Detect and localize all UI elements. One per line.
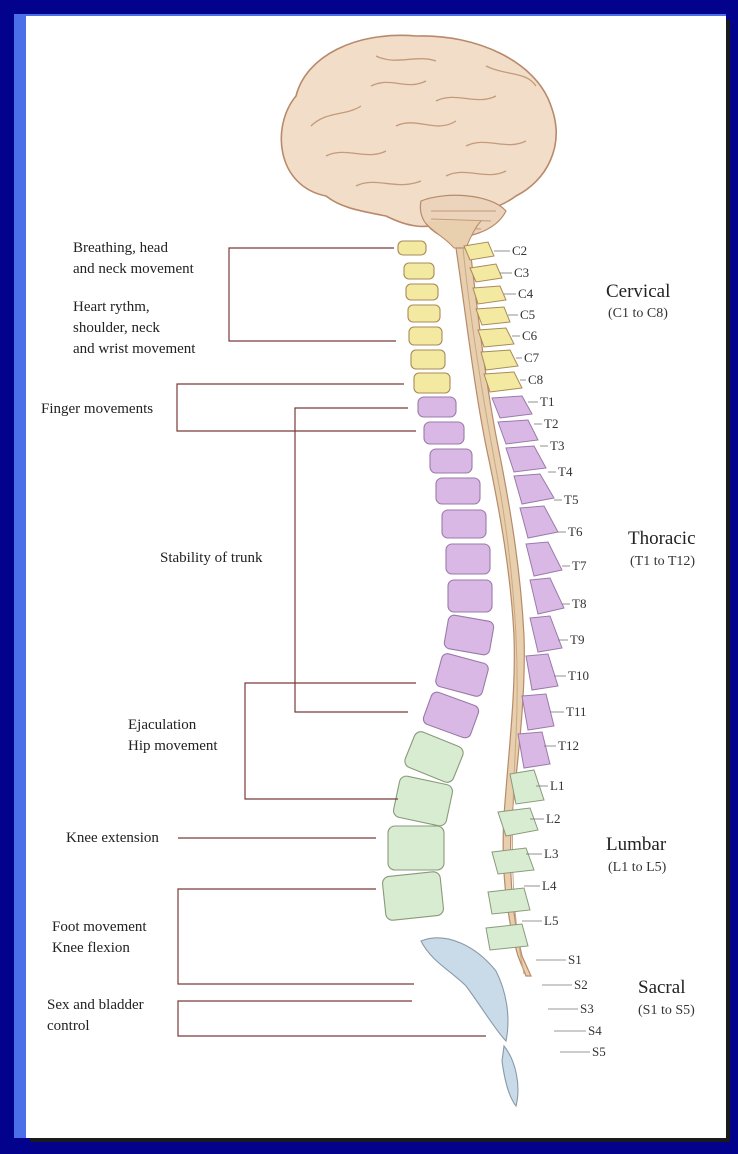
region-thoracic-range: (T1 to T12) <box>630 554 695 569</box>
brain <box>281 35 556 248</box>
label-t12: T12 <box>558 738 579 753</box>
label-t6: T6 <box>568 524 583 539</box>
label-t11: T11 <box>566 704 586 719</box>
label-s2: S2 <box>574 977 588 992</box>
fn-breathing-line1: Breathing, head <box>73 240 168 256</box>
fn-foot-line1: Foot movement <box>52 919 147 935</box>
spine-diagram: C2 C3 C4 C5 C6 C7 C8 T1 T2 T3 T4 T5 T6 T… <box>26 16 726 1138</box>
diagram-card: C2 C3 C4 C5 C6 C7 C8 T1 T2 T3 T4 T5 T6 T… <box>26 16 726 1138</box>
lumbar-bodies <box>382 730 465 921</box>
function-labels: Breathing, head and neck movement Heart … <box>41 240 263 1034</box>
label-t3: T3 <box>550 438 564 453</box>
label-c8: C8 <box>528 372 543 387</box>
label-c2: C2 <box>512 243 527 258</box>
region-cervical: Cervical <box>606 281 670 302</box>
label-c7: C7 <box>524 350 540 365</box>
label-t2: T2 <box>544 416 558 431</box>
fn-sex-line2: control <box>47 1018 90 1034</box>
fn-finger: Finger movements <box>41 401 153 417</box>
label-l4: L4 <box>542 878 557 893</box>
label-s3: S3 <box>580 1001 594 1016</box>
region-labels: Cervical (C1 to C8) Thoracic (T1 to T12)… <box>606 281 696 1018</box>
region-sacral-range: (S1 to S5) <box>638 1003 695 1018</box>
fn-ejac-line1: Ejaculation <box>128 717 197 733</box>
fn-heart-line1: Heart rythm, <box>73 299 150 315</box>
label-t5: T5 <box>564 492 578 507</box>
sacrum <box>421 938 518 1106</box>
label-t7: T7 <box>572 558 587 573</box>
label-l3: L3 <box>544 846 558 861</box>
fn-stability: Stability of trunk <box>160 550 263 566</box>
label-l2: L2 <box>546 811 560 826</box>
label-l1: L1 <box>550 778 564 793</box>
thoracic-bodies <box>418 397 495 740</box>
label-c5: C5 <box>520 307 535 322</box>
fn-heart-line3: and wrist movement <box>73 341 196 357</box>
label-t10: T10 <box>568 668 589 683</box>
region-lumbar-range: (L1 to L5) <box>608 860 667 875</box>
label-t8: T8 <box>572 596 586 611</box>
fn-ejac-line2: Hip movement <box>128 738 218 754</box>
region-sacral: Sacral <box>638 977 685 998</box>
label-c3: C3 <box>514 265 529 280</box>
fn-breathing-line2: and neck movement <box>73 261 195 277</box>
label-c6: C6 <box>522 328 538 343</box>
label-s4: S4 <box>588 1023 602 1038</box>
label-s1: S1 <box>568 952 582 967</box>
label-c4: C4 <box>518 286 534 301</box>
fn-heart-line2: shoulder, neck <box>73 320 160 336</box>
label-t1: T1 <box>540 394 554 409</box>
region-thoracic: Thoracic <box>628 528 696 549</box>
fn-knee-ext: Knee extension <box>66 830 159 846</box>
fn-foot-line2: Knee flexion <box>52 940 130 956</box>
vertebra-labels: C2 C3 C4 C5 C6 C7 C8 T1 T2 T3 T4 T5 T6 T… <box>512 243 606 1059</box>
label-s5: S5 <box>592 1044 606 1059</box>
region-cervical-range: (C1 to C8) <box>608 306 668 321</box>
cervical-bodies <box>398 241 450 393</box>
label-t9: T9 <box>570 632 584 647</box>
label-t4: T4 <box>558 464 573 479</box>
fn-sex-line1: Sex and bladder <box>47 997 144 1013</box>
label-l5: L5 <box>544 913 558 928</box>
region-lumbar: Lumbar <box>606 834 667 855</box>
